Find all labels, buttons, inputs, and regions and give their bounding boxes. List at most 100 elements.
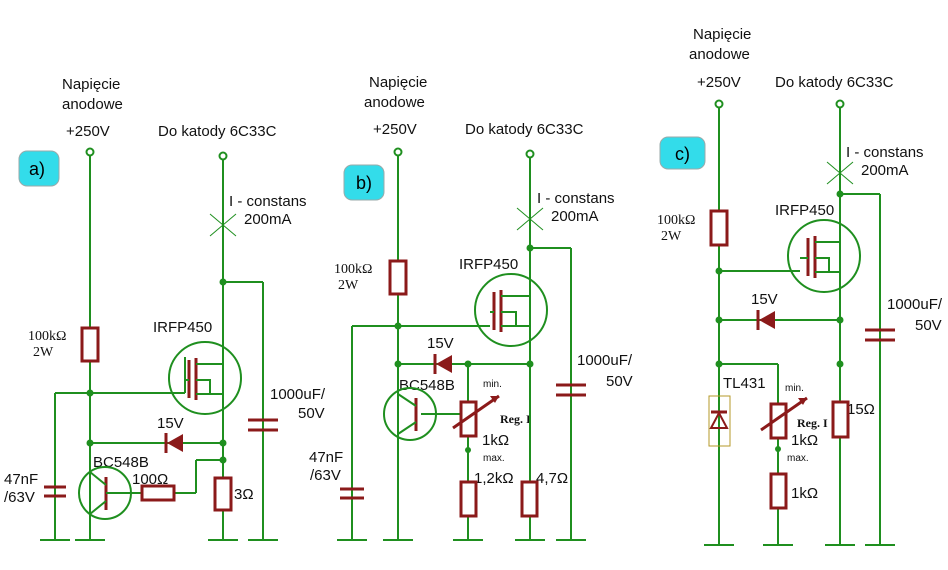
transistor-label-a: BC548B xyxy=(93,454,149,471)
anode-label-c-1: Napięcie xyxy=(693,26,751,43)
resistor-15-c xyxy=(831,400,850,439)
transistor-a xyxy=(78,466,132,520)
r-sense-label-b: 4,7Ω xyxy=(536,470,568,487)
mosfet-label-a: IRFP450 xyxy=(153,319,212,336)
current-label-c-2: 200mA xyxy=(861,162,909,179)
pot-min-b: min. xyxy=(483,379,502,390)
transistor-label-b: BC548B xyxy=(399,377,455,394)
cap-voltage-a: /63V xyxy=(4,489,35,506)
mosfet-label-b: IRFP450 xyxy=(459,256,518,273)
tl431-c xyxy=(708,395,731,447)
potentiometer-b xyxy=(452,394,500,438)
wires-c xyxy=(704,104,895,546)
current-label-b-2: 200mA xyxy=(551,208,599,225)
current-label-b-1: I - constans xyxy=(537,190,615,207)
mosfet-label-c: IRFP450 xyxy=(775,202,834,219)
anode-label-a-1: Napięcie xyxy=(62,76,120,93)
cathode-label-b: Do katody 6C33C xyxy=(465,121,584,138)
zener-c xyxy=(756,310,775,330)
current-label-a-1: I - constans xyxy=(229,193,307,210)
terminal-anode-a xyxy=(85,147,95,157)
cathode-label-c: Do katody 6C33C xyxy=(775,74,894,91)
r-top-label-a: 100kΩ xyxy=(28,329,66,344)
pot-min-c: min. xyxy=(785,383,804,394)
big-cap-voltage-b: 50V xyxy=(606,373,633,390)
current-marker-c xyxy=(826,161,854,185)
voltage-label-c: +250V xyxy=(697,74,741,91)
resistor-1-2k-b xyxy=(459,480,478,518)
r-bottom-label-b: 1,2kΩ xyxy=(474,470,514,487)
resistor-100k-c xyxy=(709,209,729,247)
cap-voltage-b: /63V xyxy=(310,467,341,484)
terminal-anode-b xyxy=(393,147,403,157)
resistor-1k-c xyxy=(769,472,788,510)
pot-reg-b: Reg. I xyxy=(500,412,531,426)
cap-1000uf-a xyxy=(248,418,278,432)
zener-label-a: 15V xyxy=(157,415,184,432)
resistor-100-a xyxy=(140,484,176,502)
badge-a-label: a) xyxy=(29,159,45,179)
mosfet-c xyxy=(787,219,861,293)
badge-c-label: c) xyxy=(675,144,690,164)
potentiometer-c xyxy=(760,396,808,440)
current-label-a-2: 200mA xyxy=(244,211,292,228)
cap-1000uf-b xyxy=(556,383,586,397)
anode-label-b-1: Napięcie xyxy=(369,74,427,91)
cap-1000uf-c xyxy=(865,328,895,342)
cathode-label-a: Do katody 6C33C xyxy=(158,123,277,140)
panel-a: a) Napięcie anodowe +250V Do katody 6C33… xyxy=(4,76,326,541)
r-sense-label-c: 15Ω xyxy=(847,401,875,418)
zener-b xyxy=(433,354,452,374)
r-top-label-b: 100kΩ xyxy=(334,262,372,277)
big-cap-label-a: 1000uF/ xyxy=(270,386,326,403)
panel-c: c) Napięcie anodowe +250V Do katody 6C33… xyxy=(657,26,943,546)
mosfet-b xyxy=(474,273,548,347)
current-label-c-1: I - constans xyxy=(846,144,924,161)
big-cap-voltage-c: 50V xyxy=(915,317,942,334)
r-base-label-a: 100Ω xyxy=(132,471,168,488)
badge-a xyxy=(18,150,60,187)
current-marker-b xyxy=(516,207,544,231)
zener-label-b: 15V xyxy=(427,335,454,352)
r-top-label-c: 100kΩ xyxy=(657,213,695,228)
zener-a xyxy=(164,433,183,453)
r-top-power-a: 2W xyxy=(33,345,54,360)
voltage-label-b: +250V xyxy=(373,121,417,138)
badge-c xyxy=(659,136,706,170)
pot-reg-c: Reg. I xyxy=(797,416,828,430)
r-bottom-label-c: 1kΩ xyxy=(791,485,818,502)
badge-b-label: b) xyxy=(356,173,372,193)
anode-label-a-2: anodowe xyxy=(62,96,123,113)
pot-value-b: 1kΩ xyxy=(482,432,509,449)
panel-b: b) Napięcie anodowe +250V Do katody 6C33… xyxy=(309,74,633,541)
pot-value-c: 1kΩ xyxy=(791,432,818,449)
cap-47nf-b xyxy=(340,487,364,500)
pot-max-c: max. xyxy=(787,453,809,464)
cap-label-a: 47nF xyxy=(4,471,38,488)
r-sense-label-a: 3Ω xyxy=(234,486,254,503)
big-cap-label-c: 1000uF/ xyxy=(887,296,943,313)
anode-label-b-2: anodowe xyxy=(364,94,425,111)
mosfet-a xyxy=(168,341,242,415)
voltage-label-a: +250V xyxy=(66,123,110,140)
badge-b xyxy=(343,164,385,201)
current-marker-a xyxy=(209,213,237,237)
resistor-4-7-b xyxy=(520,480,539,518)
anode-label-c-2: anodowe xyxy=(689,46,750,63)
reference-label-c: TL431 xyxy=(723,375,766,392)
cap-47nf-a xyxy=(44,485,66,498)
big-cap-label-b: 1000uF/ xyxy=(577,352,633,369)
zener-label-c: 15V xyxy=(751,291,778,308)
pot-max-b: max. xyxy=(483,453,505,464)
terminal-cathode-a xyxy=(218,151,228,161)
terminal-cathode-c xyxy=(835,99,845,109)
resistor-100k-b xyxy=(388,259,408,296)
r-top-power-c: 2W xyxy=(661,229,682,244)
transistor-b xyxy=(383,387,437,441)
resistor-100k-a xyxy=(80,326,100,363)
cap-label-b: 47nF xyxy=(309,449,343,466)
terminal-anode-c xyxy=(714,99,724,109)
terminal-cathode-b xyxy=(525,149,535,159)
r-top-power-b: 2W xyxy=(338,278,359,293)
